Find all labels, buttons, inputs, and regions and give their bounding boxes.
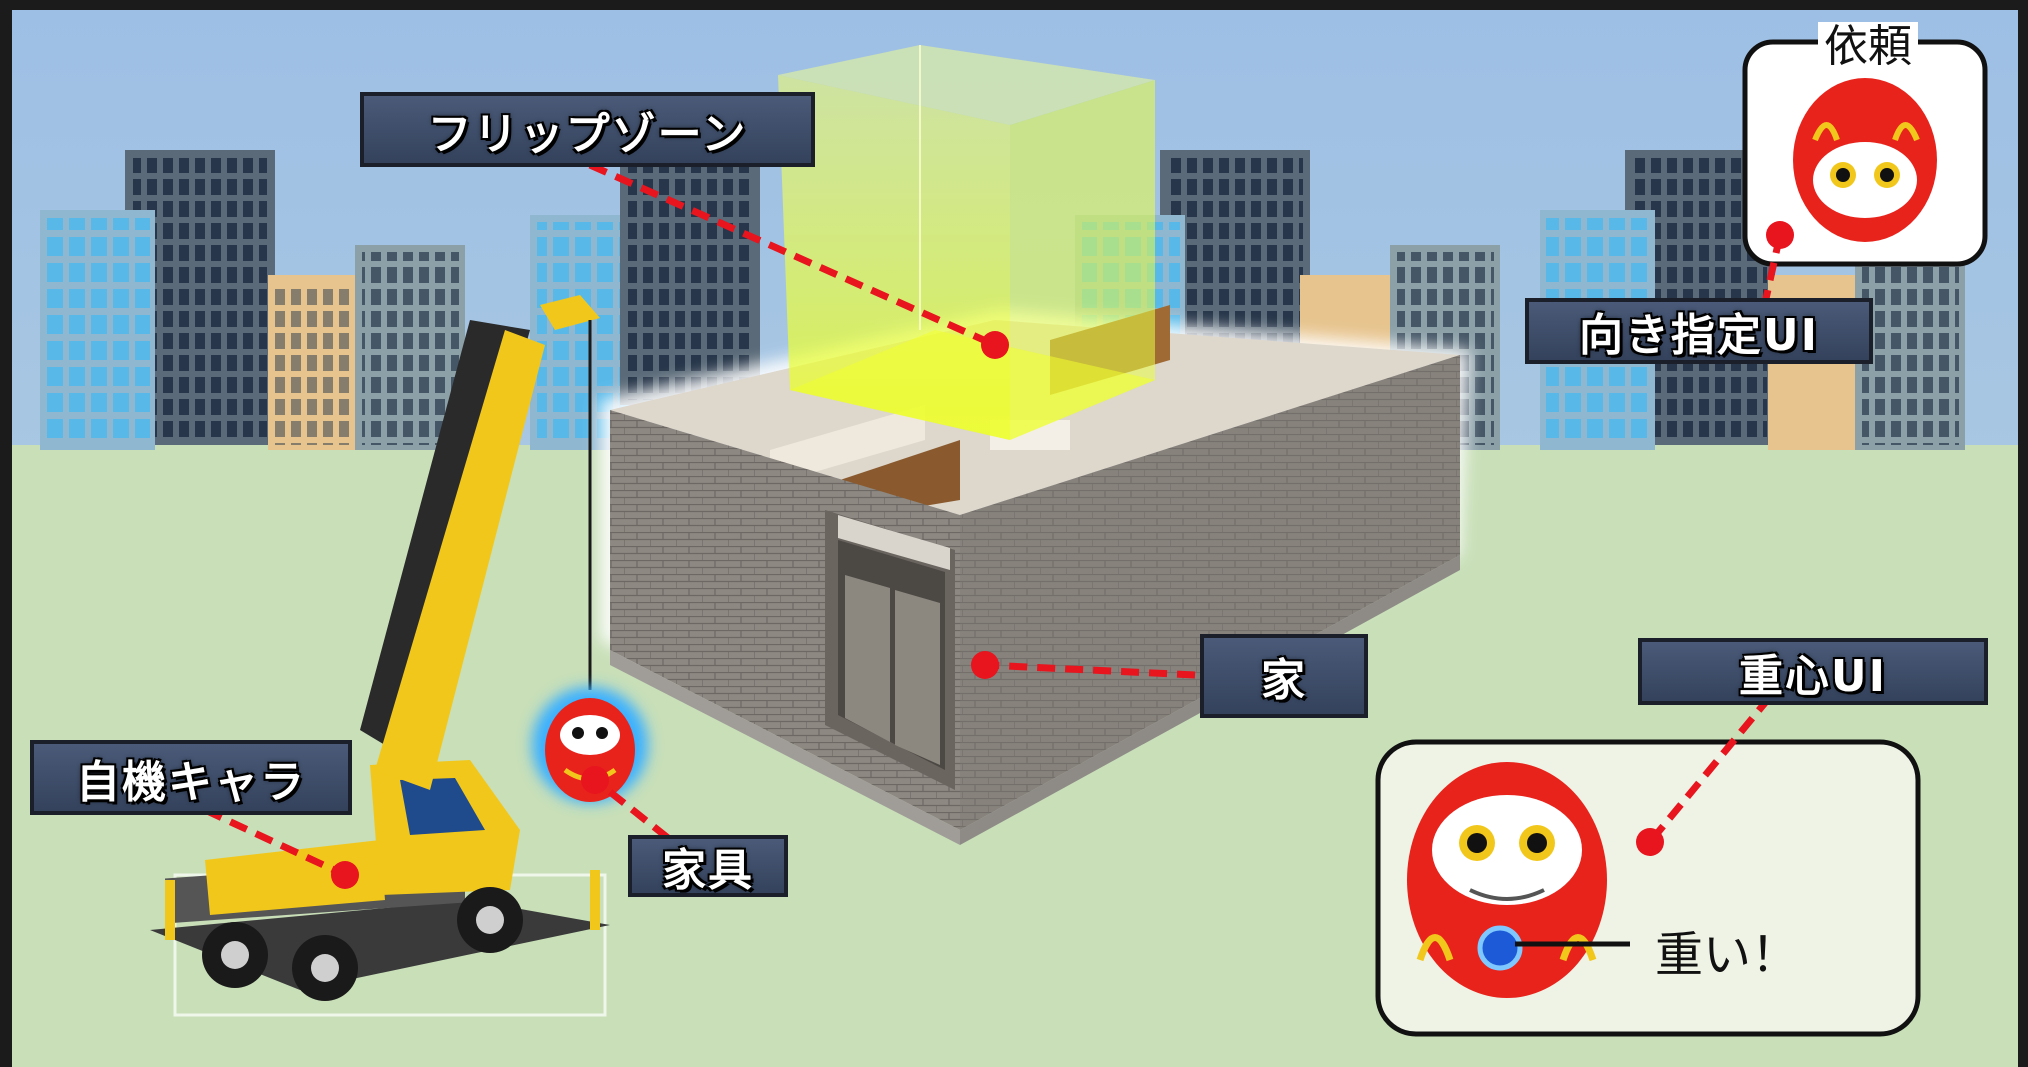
crane-player [150, 295, 610, 1017]
furniture-daruma [532, 687, 648, 803]
flip-zone-label: フリップゾーン [360, 92, 815, 167]
direction-ui-label: 向き指定UI [1525, 298, 1873, 364]
house-label: 家 [1200, 634, 1368, 718]
player-character-label: 自機キャラ [30, 740, 352, 815]
heavy-text: 重い！ [1655, 927, 1800, 983]
request-panel [1742, 39, 1988, 267]
furniture-label: 家具 [628, 835, 788, 897]
leader-dots [331, 221, 1794, 889]
request-title: 依頼 [1818, 22, 1918, 72]
flip-zone-volume [778, 45, 1155, 440]
center-of-gravity-marker [1477, 925, 1523, 971]
center-of-gravity-panel [1375, 739, 1921, 1037]
center-of-gravity-ui-label: 重心UI [1638, 638, 1988, 705]
